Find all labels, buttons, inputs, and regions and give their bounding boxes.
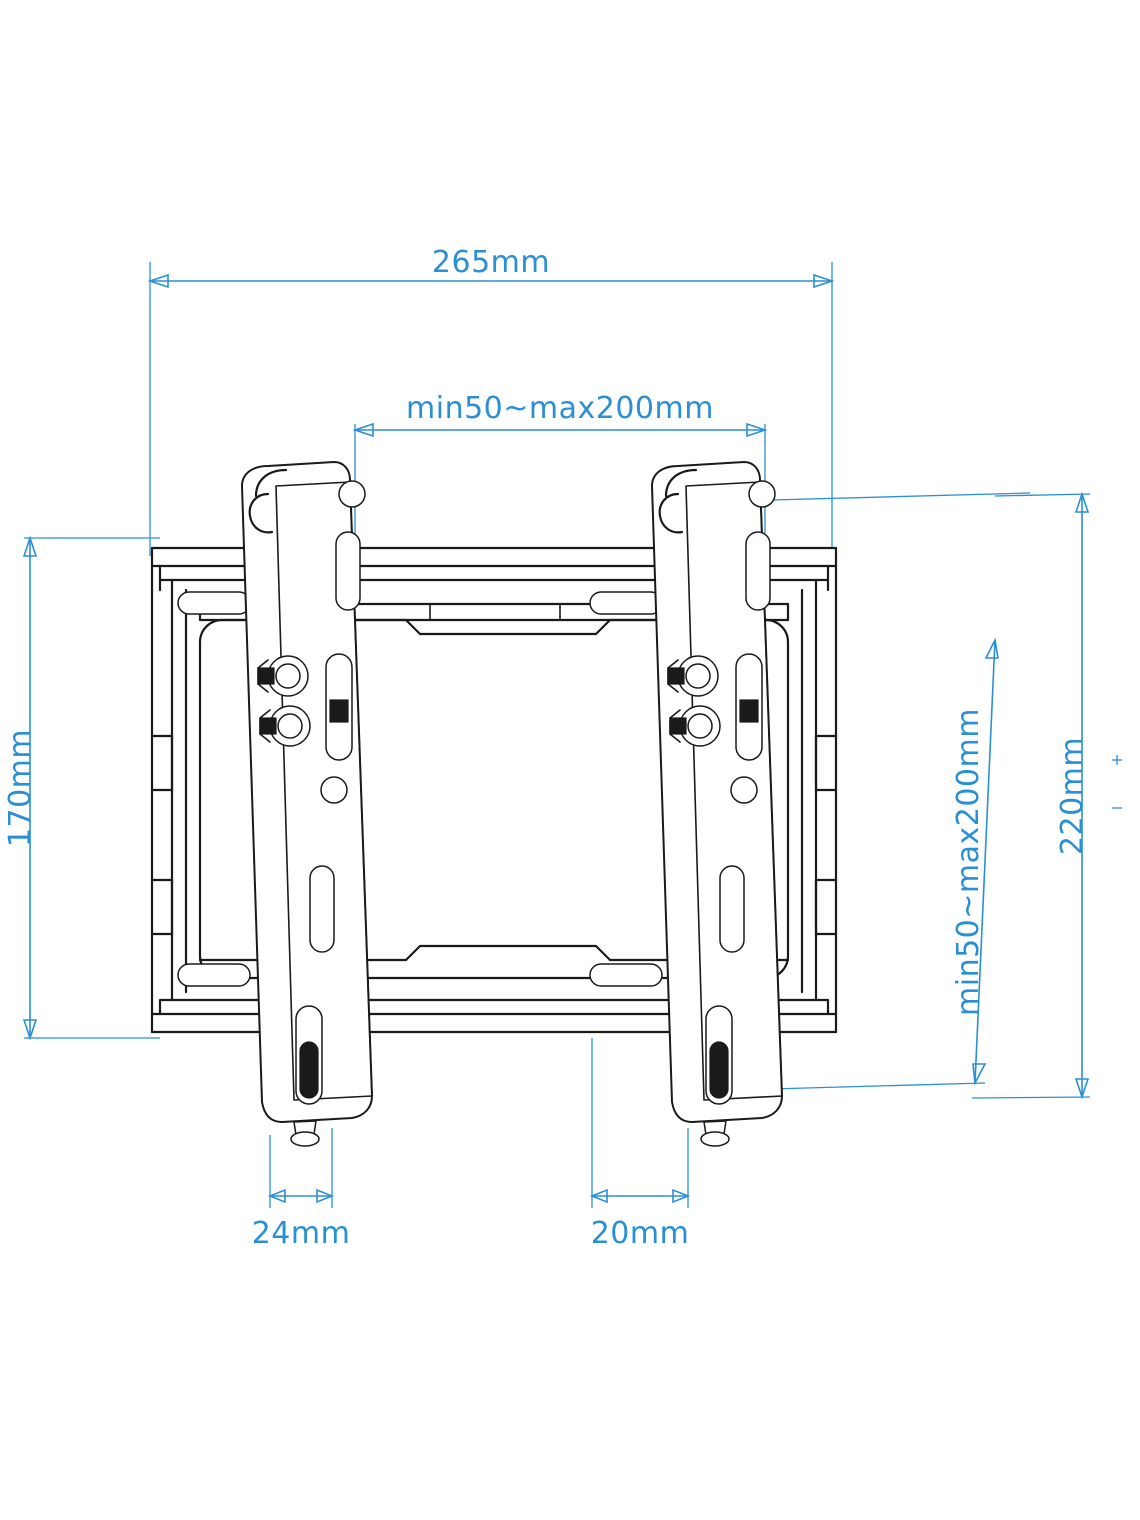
- dim-label-vesa-horizontal: min50~max200mm: [406, 391, 714, 426]
- dim-label-overall-height: 170mm: [3, 729, 38, 847]
- dim-label-depth-left: 24mm: [252, 1216, 351, 1251]
- left-pivot-bolt-upper: [257, 655, 309, 697]
- dim-label-overall-width: 265mm: [432, 245, 550, 280]
- dim-label-plate-height: 220mm: [1055, 737, 1090, 855]
- dim-label-vesa-vertical: min50~max200mm: [951, 708, 986, 1016]
- left-pivot-bolt-lower: [259, 705, 311, 747]
- right-pivot-bolt-lower: [669, 705, 721, 747]
- wall-mount-bracket-illustration: [150, 461, 838, 1147]
- dimension-lines: [22, 262, 1122, 1208]
- dim-label-depth-right: 20mm: [591, 1216, 690, 1251]
- right-pivot-bolt-upper: [667, 655, 719, 697]
